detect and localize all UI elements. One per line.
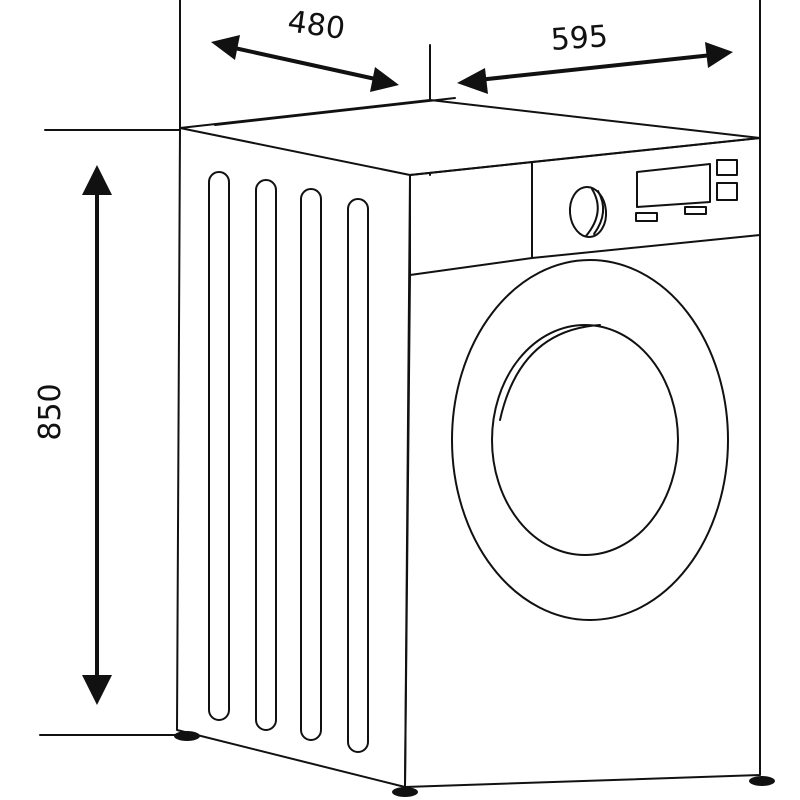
door [451,259,729,621]
display-screen [636,163,711,208]
width-label: 595 [550,19,610,58]
panel-button [716,159,738,176]
feet [174,731,775,797]
machine-body [176,97,761,788]
height-dimension-arrow [82,165,112,705]
height-label: 850 [33,383,68,440]
control-panel [531,137,761,259]
panel-button [684,206,707,215]
depth-dimension-arrow [211,35,399,92]
width-dimension-arrow [457,42,733,94]
depth-label: 480 [286,4,348,47]
detergent-drawer [409,161,533,276]
program-knob [568,186,608,238]
panel-button [716,182,738,201]
side-vent-slots [208,171,369,753]
panel-button [635,212,658,222]
